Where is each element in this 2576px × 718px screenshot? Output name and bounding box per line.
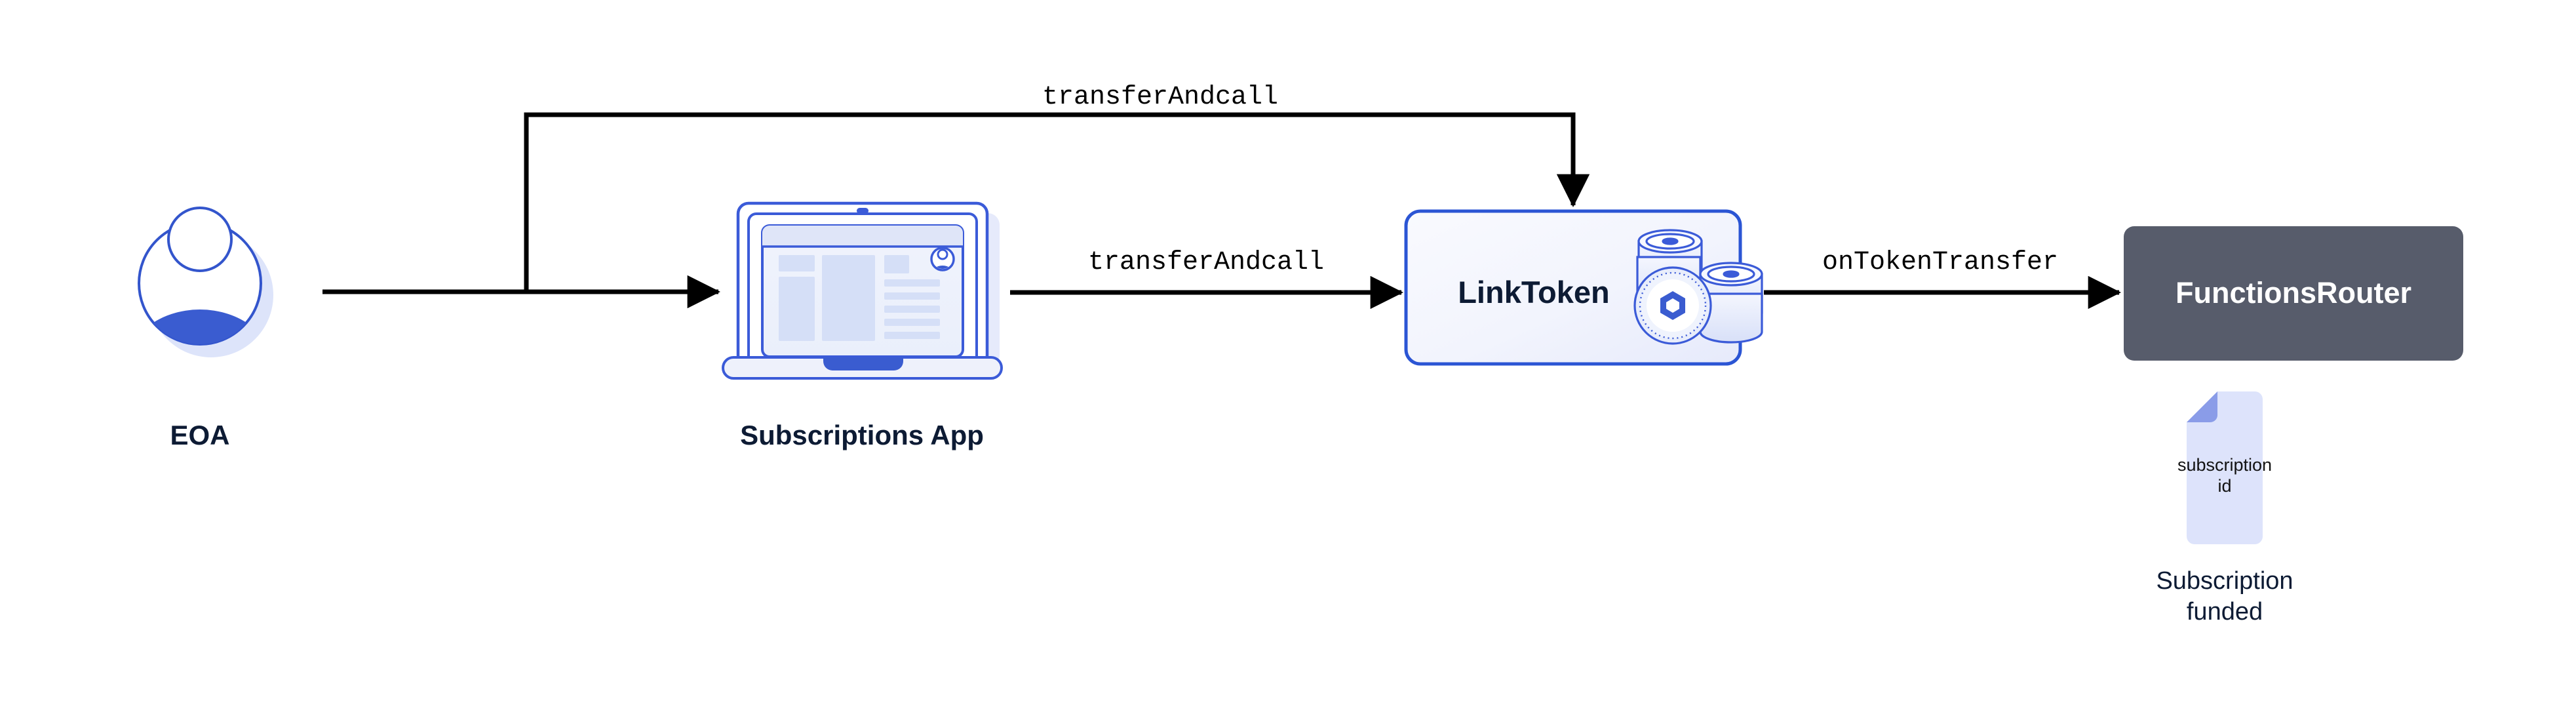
app-list-row: [884, 319, 940, 326]
app-avatar-head: [937, 249, 948, 260]
app-panel-left-top: [779, 255, 815, 271]
app-list-row: [884, 279, 940, 287]
subscription-funded-caption-line2: funded: [2187, 598, 2263, 626]
edge-eoa-to-linktoken-top: [524, 112, 1590, 292]
node-eoa-label: EOA: [170, 420, 229, 450]
app-list-row: [884, 306, 940, 313]
avatar-head: [167, 207, 233, 272]
app-panel-right-top: [884, 255, 909, 273]
node-subscriptions-app-label: Subscriptions App: [740, 420, 984, 450]
functions-router-box: [2124, 226, 2463, 361]
laptop-camera-icon: [857, 208, 868, 214]
app-list-row: [884, 292, 940, 300]
app-panel-center: [822, 255, 875, 341]
document-label-line1: subscription: [2177, 455, 2272, 475]
document-icon: [2187, 391, 2263, 544]
node-subscription-doc[interactable]: subscription id Subscription funded: [2156, 391, 2293, 626]
node-subscriptions-app[interactable]: Subscriptions App: [722, 201, 1003, 450]
node-functions-router-label: FunctionsRouter: [2176, 276, 2411, 309]
browser-titlebar: [762, 226, 963, 246]
app-panel-left-bottom: [779, 277, 815, 341]
node-link-token[interactable]: LinkToken: [1404, 209, 1763, 366]
node-eoa[interactable]: EOA: [127, 207, 273, 450]
edge-label-on-token-transfer: onTokenTransfer: [1822, 248, 2058, 277]
node-functions-router[interactable]: FunctionsRouter: [2124, 226, 2463, 361]
laptop-notch: [823, 357, 903, 370]
edge-label-transfer-and-call-top: transferAndcall: [1042, 83, 1278, 112]
document-fold-icon: [2187, 391, 2217, 422]
coin-stack-icon: [1633, 229, 1763, 345]
app-list-row: [884, 332, 940, 339]
subscription-funded-caption-line1: Subscription: [2156, 567, 2293, 595]
document-label-line2: id: [2217, 476, 2231, 496]
node-link-token-label: LinkToken: [1458, 275, 1610, 309]
edge-label-transfer-and-call-mid: transferAndcall: [1088, 248, 1324, 277]
